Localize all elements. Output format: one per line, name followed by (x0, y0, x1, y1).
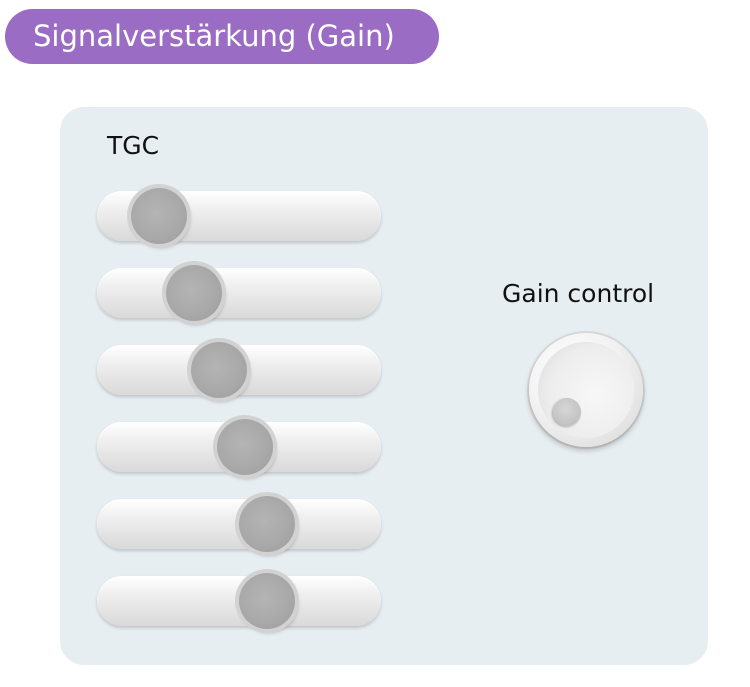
slider-track[interactable] (97, 499, 381, 549)
tgc-slider-5[interactable] (97, 496, 381, 552)
tgc-slider-1[interactable] (97, 188, 381, 244)
tgc-slider-2[interactable] (97, 265, 381, 321)
slider-thumb[interactable] (131, 188, 188, 244)
tgc-slider-4[interactable] (97, 419, 381, 475)
knob-indicator-icon (553, 398, 581, 426)
tgc-label: TGC (107, 131, 160, 160)
tgc-slider-6[interactable] (97, 573, 381, 629)
gain-panel: TGC Gain control (60, 107, 708, 665)
slider-thumb[interactable] (216, 419, 273, 475)
gain-control-label: Gain control (502, 279, 655, 308)
knob-face (538, 342, 634, 438)
slider-thumb[interactable] (165, 265, 222, 321)
tgc-slider-3[interactable] (97, 342, 381, 398)
slider-thumb[interactable] (239, 496, 296, 552)
gain-control-knob[interactable] (529, 333, 643, 447)
slider-track[interactable] (97, 268, 381, 318)
slider-track[interactable] (97, 576, 381, 626)
slider-thumb[interactable] (239, 573, 296, 629)
slider-thumb[interactable] (191, 342, 248, 398)
page-title: Signalverstärkung (Gain) (5, 9, 439, 64)
